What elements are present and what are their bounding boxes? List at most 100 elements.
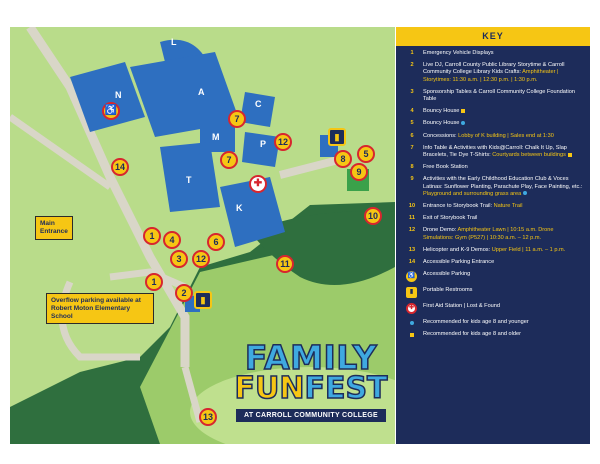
map-marker-14[interactable]: 14 (111, 158, 129, 176)
blue-dot-icon (404, 319, 420, 326)
key-symbol-text: First Aid Station | Lost & Found (423, 303, 501, 310)
logo-fest: FEST (304, 371, 389, 406)
first-aid-icon[interactable]: ✚ (249, 175, 267, 193)
key-num: 14 (408, 259, 416, 266)
restroom-icon[interactable]: ▮ (328, 128, 346, 146)
key-num: 5 (410, 120, 414, 127)
key-item-2: 2 Live DJ, Carroll County Public Library … (404, 62, 584, 84)
key-text: Emergency Vehicle Displays (423, 50, 494, 56)
key-item-6: 6 Concessions: Lobby of K building | Sale… (404, 133, 584, 140)
key-text: Live DJ, Carroll County Public Library S… (423, 62, 565, 83)
key-item-1: 1 Emergency Vehicle Displays (404, 50, 584, 57)
building-label-p: P (260, 139, 267, 149)
map-marker-13[interactable]: 13 (199, 408, 217, 426)
legend-younger: Recommended for kids age 8 and younger (404, 319, 584, 326)
map-marker-2[interactable]: 2 (175, 284, 193, 302)
accessible-parking-icon[interactable]: ♿ (102, 102, 120, 120)
age-older-marker (567, 152, 572, 157)
key-item-12: 12 Drone Demo: Amphitheater Lawn | 10:15 … (404, 227, 584, 241)
family-fun-fest-logo: FAMILY FUNFEST AT CARROLL COMMUNITY COLL… (231, 338, 391, 422)
key-num: 6 (410, 132, 414, 139)
restroom-icon: ▮ (406, 287, 417, 299)
key-text: Exit of Storybook Trail (423, 215, 478, 222)
first-aid-icon: ✚ (406, 303, 417, 315)
map-marker-10[interactable]: 10 (364, 207, 382, 225)
age-younger-marker (461, 120, 466, 125)
logo-funfest: FUNFEST (231, 371, 391, 406)
building-label-a: A (198, 87, 205, 97)
map-marker-7[interactable]: 7 (228, 110, 246, 128)
key-symbol-text: Accessible Parking (423, 271, 471, 278)
logo-subtitle: AT CARROLL COMMUNITY COLLEGE (235, 409, 386, 422)
key-symbol-text: Portable Restrooms (423, 287, 473, 294)
building-label-m: M (212, 132, 220, 142)
key-title: KEY (396, 27, 590, 46)
key-num: 10 (408, 203, 416, 210)
map-marker-6[interactable]: 6 (207, 233, 225, 251)
key-num: 9 (410, 176, 414, 183)
key-num: 1 (410, 50, 414, 56)
key-item-14: 14 Accessible Parking Entrance (404, 259, 584, 266)
map-marker-7-b[interactable]: 7 (220, 151, 238, 169)
key-item-5: 5 Bouncy House (404, 120, 584, 127)
building-label-t: T (186, 175, 192, 185)
accessible-icon: ♿ (406, 271, 417, 283)
map-marker-12-b[interactable]: 12 (192, 250, 210, 268)
map-marker-5[interactable]: 5 (357, 145, 375, 163)
key-text: Accessible Parking Entrance (423, 259, 495, 266)
key-num: 8 (410, 164, 414, 171)
overflow-parking-callout: Overflow parking available at Robert Mot… (46, 293, 154, 325)
age-older-marker (461, 108, 466, 113)
key-item-11: 11 Exit of Storybook Trail (404, 215, 584, 222)
key-text: Sponsorship Tables & Carroll Community C… (423, 88, 575, 103)
restroom-icon-b[interactable]: ▮ (194, 291, 212, 309)
key-num: 11 (409, 215, 415, 222)
building-label-n: N (115, 90, 122, 100)
key-item-4: 4 Bouncy House (404, 108, 584, 115)
key-symbol-accessible: ♿ Accessible Parking (404, 271, 584, 283)
key-text: Info Table & Activities with Kids@Carrol… (420, 145, 584, 159)
key-symbol-first-aid: ✚ First Aid Station | Lost & Found (404, 303, 584, 315)
building-label-k: K (236, 203, 243, 213)
building-label-l: L (171, 37, 177, 47)
key-item-3: 3 Sponsorship Tables & Carroll Community … (404, 89, 584, 103)
map-key-panel: KEY 1 Emergency Vehicle Displays 2 Live DJ… (396, 27, 590, 444)
key-text: Drone Demo: Amphitheater Lawn | 10:15 a.… (423, 227, 554, 241)
key-text: Free Book Station (423, 164, 468, 171)
key-item-10: 10 Entrance to Storybook Trail: Nature Tr… (404, 203, 584, 210)
map-marker-1[interactable]: 1 (143, 227, 161, 245)
campus-map: L N A C M P T K 1 1 2 3 4 5 6 7 7 8 9 10… (10, 27, 395, 444)
map-marker-4[interactable]: 4 (163, 231, 181, 249)
map-marker-1-b[interactable]: 1 (145, 273, 163, 291)
key-item-8: 8 Free Book Station (404, 164, 584, 171)
key-text: Bouncy House (420, 108, 584, 115)
key-symbol-restroom: ▮ Portable Restrooms (404, 287, 584, 299)
logo-fun: FUN (234, 371, 305, 406)
key-item-7: 7 Info Table & Activities with Kids@Carro… (404, 145, 584, 159)
legend-older: Recommended for kids age 8 and older (404, 331, 584, 338)
key-num: 4 (410, 108, 414, 115)
map-marker-11[interactable]: 11 (276, 255, 294, 273)
main-entrance-callout: Main Entrance (35, 216, 73, 240)
map-marker-3[interactable]: 3 (170, 250, 188, 268)
logo-family: FAMILY (244, 338, 378, 377)
key-text: Helicopter and K-9 Demos: Upper Field | … (423, 246, 566, 253)
legend-text: Recommended for kids age 8 and older (423, 331, 521, 338)
key-num: 12 (408, 227, 416, 234)
key-text: Bouncy House (420, 120, 584, 127)
key-num: 2 (410, 62, 414, 69)
map-marker-12[interactable]: 12 (274, 133, 292, 151)
map-marker-9[interactable]: 9 (350, 163, 368, 181)
key-list: 1 Emergency Vehicle Displays 2 Live DJ, Ca… (396, 46, 590, 339)
building-label-c: C (255, 99, 262, 109)
yellow-square-icon (404, 331, 420, 338)
map-marker-8[interactable]: 8 (334, 150, 352, 168)
key-num: 3 (410, 88, 414, 95)
legend-text: Recommended for kids age 8 and younger (423, 319, 529, 326)
key-text: Concessions: Lobby of K building | Sales… (423, 132, 554, 139)
key-text: Entrance to Storybook Trail: Nature Trai… (423, 203, 523, 210)
age-younger-marker (523, 191, 528, 196)
key-num: 7 (410, 144, 414, 151)
